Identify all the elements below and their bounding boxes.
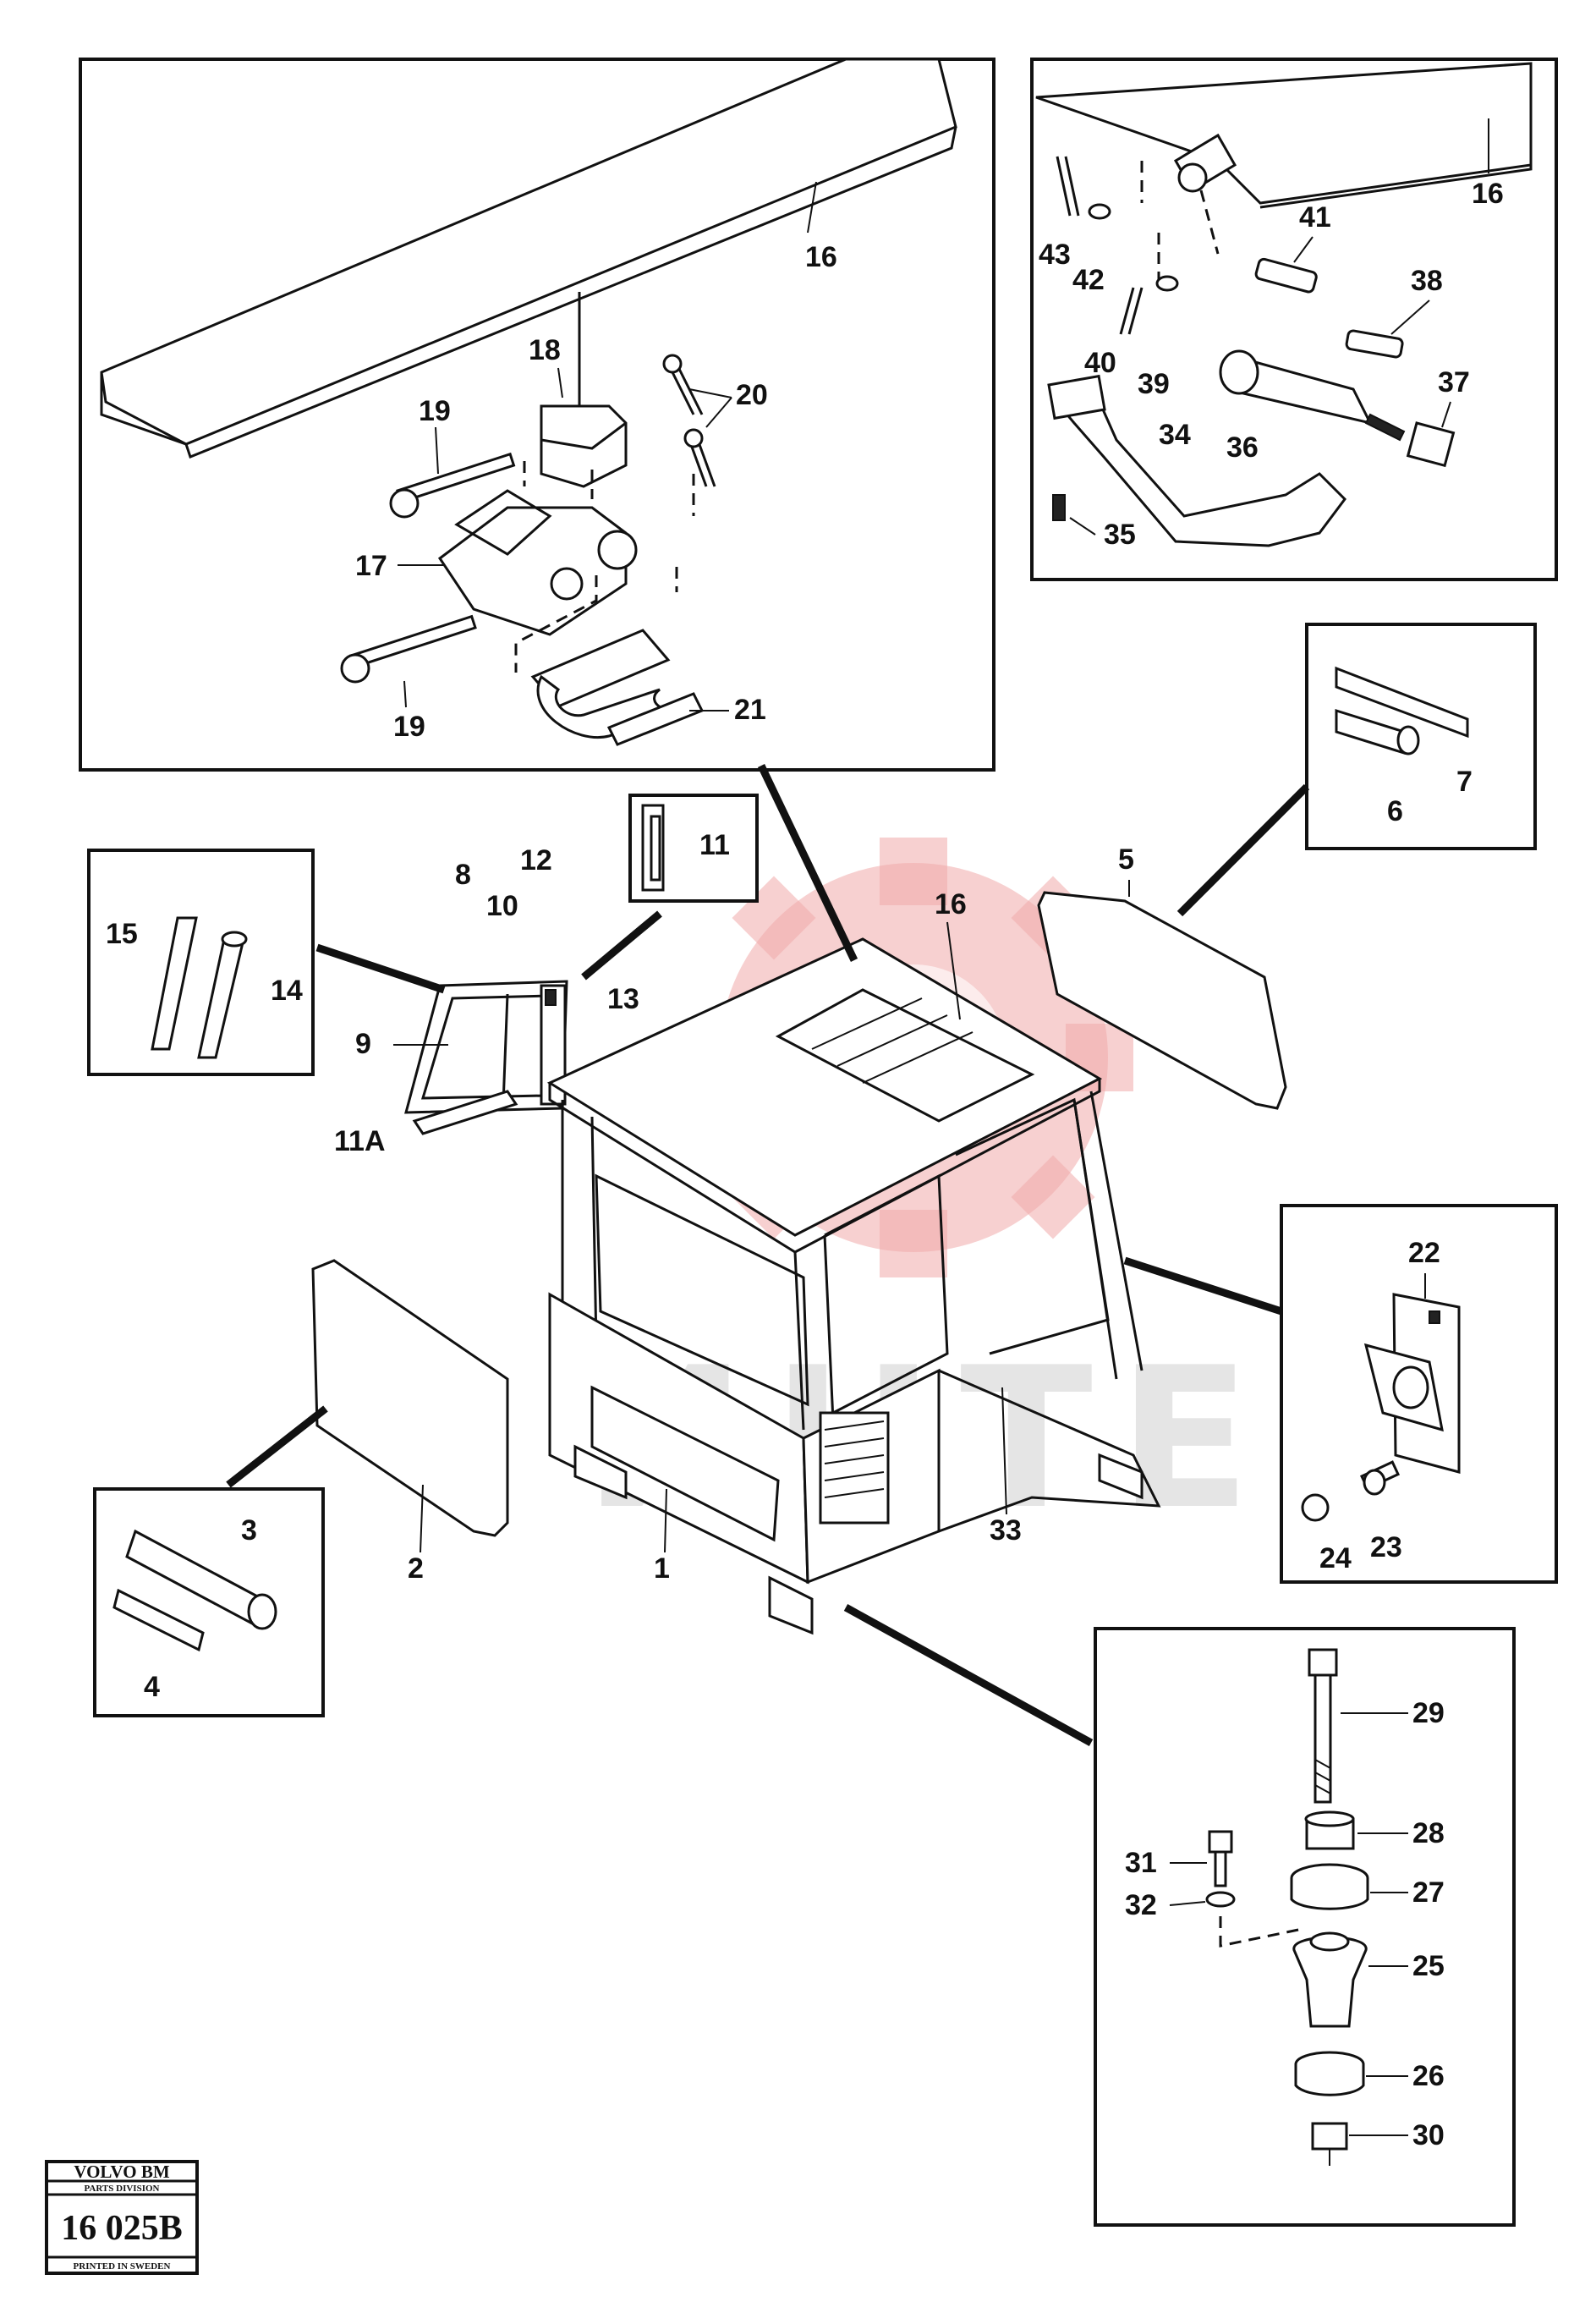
callout-40: 40: [1084, 347, 1116, 379]
callout-11a: 11A: [334, 1125, 386, 1157]
callout-20: 20: [736, 379, 768, 411]
stamp-division: PARTS DIVISION: [85, 2184, 160, 2194]
callout-6: 6: [1387, 795, 1403, 827]
callout-23: 23: [1370, 1531, 1402, 1563]
callout-36: 36: [1226, 431, 1259, 464]
callout-16-roof: 16: [935, 888, 967, 920]
callout-24: 24: [1319, 1542, 1352, 1574]
callout-41: 41: [1299, 201, 1331, 233]
callout-29: 29: [1412, 1697, 1445, 1729]
callout-22: 22: [1408, 1237, 1440, 1269]
callout-17: 17: [355, 550, 387, 582]
detail-frame-strip-3-4: [93, 1487, 325, 1717]
stamp-drawing-number: 16 025B: [61, 2209, 183, 2248]
detail-frame-strip-6-7: [1305, 623, 1537, 850]
callout-21: 21: [734, 694, 766, 726]
detail-frame-latch: [1280, 1204, 1558, 1584]
callout-42: 42: [1072, 264, 1105, 296]
callout-43: 43: [1039, 239, 1071, 271]
glass-panel-2: [226, 1259, 509, 1537]
detail-frame-part-11: [628, 794, 759, 903]
callout-15: 15: [106, 918, 138, 950]
cab-body: [546, 764, 1310, 1746]
callout-9: 9: [355, 1028, 371, 1060]
parts-division-stamp: VOLVO BM PARTS DIVISION 16 025B PRINTED …: [45, 2160, 199, 2275]
callout-14: 14: [271, 975, 303, 1007]
callout-12: 12: [520, 844, 552, 876]
callout-11: 11: [699, 829, 730, 861]
callout-38: 38: [1411, 265, 1443, 297]
callout-16-top: 16: [805, 241, 837, 273]
detail-frame-strip-14-15: [87, 849, 315, 1076]
callout-2: 2: [408, 1552, 424, 1585]
callout-30: 30: [1412, 2119, 1445, 2151]
stamp-printed: PRINTED IN SWEDEN: [74, 2261, 171, 2272]
callout-28: 28: [1412, 1817, 1445, 1849]
callout-13: 13: [607, 983, 639, 1015]
callout-33: 33: [990, 1514, 1022, 1547]
glass-panel-5: [1037, 891, 1287, 1110]
stamp-brand: VOLVO BM: [74, 2162, 169, 2182]
detail-frame-mount: [1094, 1627, 1516, 2227]
callout-37: 37: [1438, 366, 1470, 398]
callout-25: 25: [1412, 1950, 1445, 1982]
callout-34: 34: [1159, 419, 1191, 451]
callout-10: 10: [486, 890, 518, 922]
callout-31: 31: [1125, 1847, 1157, 1879]
callout-32: 32: [1125, 1889, 1157, 1921]
callout-8: 8: [455, 859, 471, 891]
callout-18: 18: [529, 334, 561, 366]
callout-35: 35: [1104, 519, 1136, 551]
callout-5: 5: [1118, 843, 1134, 876]
detail-frame-handle: [1030, 58, 1558, 581]
callout-39: 39: [1138, 368, 1170, 400]
callout-27: 27: [1412, 1876, 1445, 1909]
callout-4: 4: [144, 1671, 160, 1703]
callout-3: 3: [241, 1514, 257, 1547]
callout-19-a: 19: [419, 395, 451, 427]
callout-26: 26: [1412, 2060, 1445, 2092]
callout-1: 1: [654, 1552, 670, 1585]
detail-frame-hinge: [79, 58, 995, 772]
callout-19-b: 19: [393, 711, 425, 743]
callout-16-handle: 16: [1472, 178, 1504, 210]
callout-7: 7: [1456, 766, 1473, 798]
